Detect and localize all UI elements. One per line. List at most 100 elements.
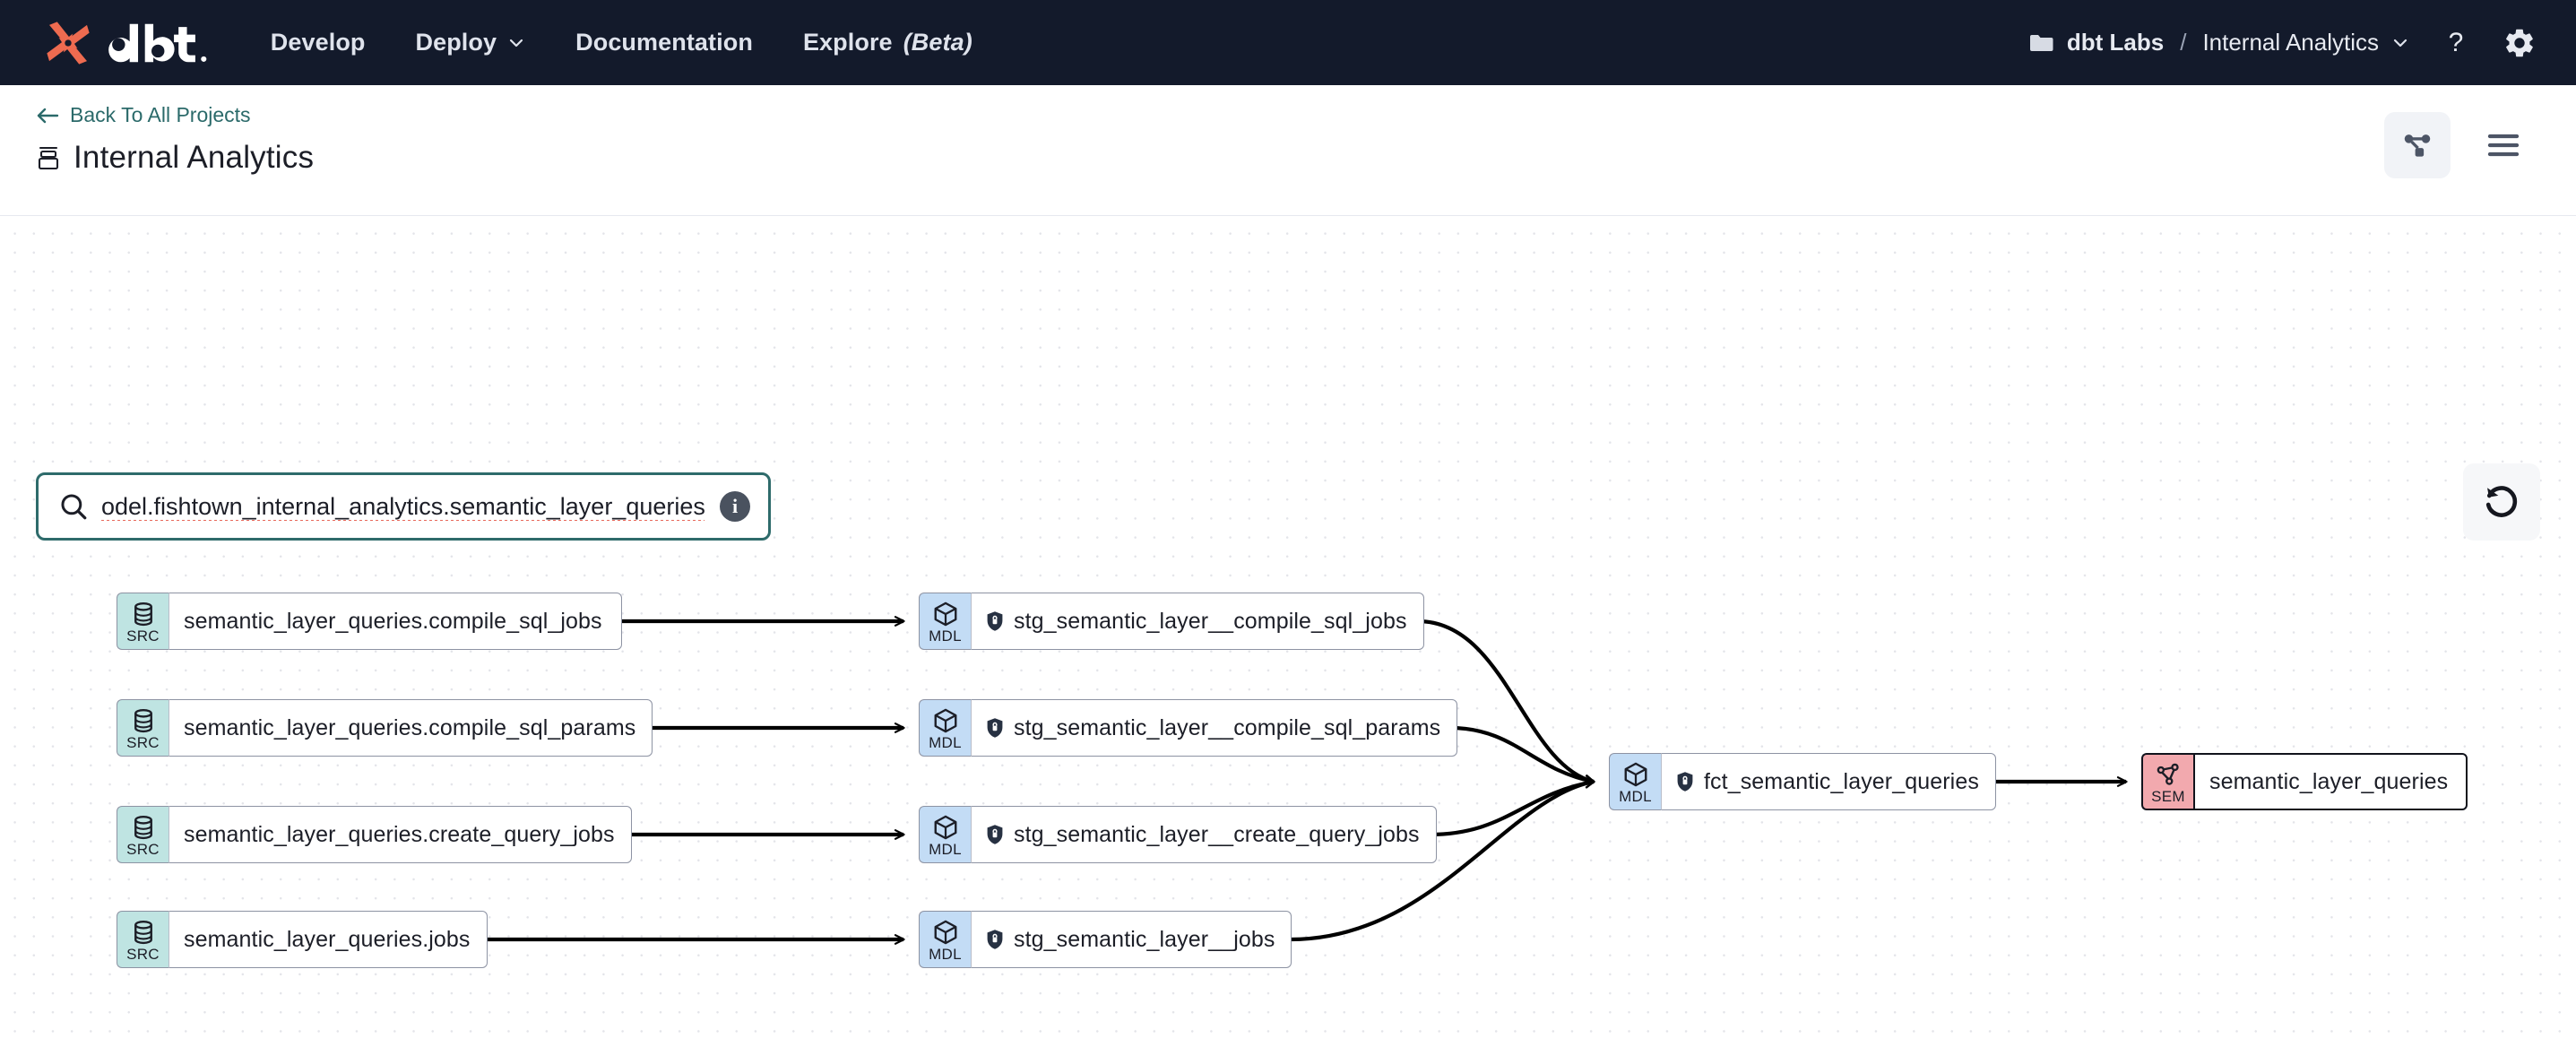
org-name[interactable]: dbt Labs	[2066, 29, 2165, 56]
node-type-label: SRC	[126, 946, 160, 963]
search-icon	[61, 494, 87, 520]
folder-icon	[2029, 34, 2053, 51]
subheader-actions	[2384, 105, 2537, 178]
page-title-row: Internal Analytics	[36, 140, 314, 176]
database-icon	[38, 146, 59, 170]
graph-node-mdl2[interactable]: MDL stg_semantic_layer__compile_sql_param…	[919, 699, 1458, 757]
back-to-all-projects-link[interactable]: Back To All Projects	[36, 105, 314, 125]
node-type-label: SRC	[126, 841, 160, 858]
node-type-badge-mdl: MDL	[919, 806, 971, 863]
node-body: semantic_layer_queries.compile_sql_param…	[169, 699, 653, 757]
node-label: stg_semantic_layer__create_query_jobs	[1014, 821, 1420, 847]
node-label: semantic_layer_queries.jobs	[184, 926, 471, 952]
project-name[interactable]: Internal Analytics	[2202, 29, 2379, 56]
database-cylinder-icon	[134, 601, 152, 627]
node-type-badge-src: SRC	[117, 593, 169, 650]
menu-button[interactable]	[2470, 112, 2537, 178]
node-body: fct_semantic_layer_queries	[1661, 753, 1996, 810]
node-body: semantic_layer_queries.compile_sql_jobs	[169, 593, 622, 650]
search-input[interactable]: odel.fishtown_internal_analytics.semanti…	[101, 492, 705, 520]
node-body: stg_semantic_layer__compile_sql_jobs	[971, 593, 1424, 650]
nav-item-develop[interactable]: Develop	[271, 29, 366, 56]
node-type-badge-src: SRC	[117, 699, 169, 757]
graph-node-mdl1[interactable]: MDL stg_semantic_layer__compile_sql_jobs	[919, 593, 1424, 650]
cube-icon	[934, 815, 956, 840]
chevron-down-icon	[2393, 39, 2407, 47]
reset-view-button[interactable]	[2463, 463, 2540, 541]
node-type-badge-src: SRC	[117, 911, 169, 968]
shield-lock-icon	[1677, 772, 1693, 792]
node-label: semantic_layer_queries	[2209, 768, 2449, 794]
shield-lock-icon	[987, 611, 1003, 631]
node-type-label: MDL	[929, 627, 962, 645]
graph-node-src2[interactable]: SRC semantic_layer_queries.compile_sql_pa…	[117, 699, 653, 757]
nav-item-documentation[interactable]: Documentation	[575, 29, 753, 56]
node-body: stg_semantic_layer__create_query_jobs	[971, 806, 1437, 863]
nav-item-develop-label: Develop	[270, 29, 366, 56]
graph-node-src1[interactable]: SRC semantic_layer_queries.compile_sql_jo…	[117, 593, 622, 650]
node-type-badge-sem: SEM	[2141, 753, 2193, 810]
node-type-badge-mdl: MDL	[1609, 753, 1661, 810]
question-mark-icon: ?	[2449, 28, 2464, 57]
settings-button[interactable]	[2503, 26, 2537, 60]
node-label: fct_semantic_layer_queries	[1704, 768, 1979, 794]
node-body: semantic_layer_queries	[2193, 753, 2468, 810]
arrow-left-icon	[37, 108, 59, 123]
node-label: stg_semantic_layer__jobs	[1014, 926, 1275, 952]
primary-nav: Develop Deploy Documentation Explore (Be…	[271, 29, 972, 56]
graph-node-fct[interactable]: MDL fct_semantic_layer_queries	[1609, 753, 1996, 810]
nav-item-explore-beta-tag: (Beta)	[903, 29, 972, 56]
cube-icon	[1624, 762, 1647, 787]
lineage-view-button[interactable]	[2384, 112, 2451, 178]
graph-node-mdl4[interactable]: MDL stg_semantic_layer__jobs	[919, 911, 1292, 968]
shield-lock-icon	[987, 825, 1003, 844]
lineage-graph: SRC semantic_layer_queries.compile_sql_jo…	[0, 216, 2576, 1047]
lineage-graph-icon	[2404, 134, 2431, 157]
dbt-logo[interactable]	[43, 18, 217, 68]
nav-item-deploy-label: Deploy	[415, 29, 497, 56]
node-label: stg_semantic_layer__compile_sql_params	[1014, 714, 1441, 740]
svg-text:?: ?	[2449, 28, 2464, 57]
node-type-label: MDL	[929, 946, 962, 963]
node-type-badge-mdl: MDL	[919, 699, 971, 757]
subheader-left: Back To All Projects Internal Analytics	[36, 105, 314, 176]
dbt-logo-mark	[47, 21, 90, 65]
help-button[interactable]: ?	[2440, 27, 2472, 59]
node-body: stg_semantic_layer__jobs	[971, 911, 1292, 968]
project-subheader: Back To All Projects Internal Analytics	[0, 85, 2576, 216]
nav-item-deploy[interactable]: Deploy	[416, 29, 526, 56]
node-body: stg_semantic_layer__compile_sql_params	[971, 699, 1458, 757]
node-body: semantic_layer_queries.create_query_jobs	[169, 806, 632, 863]
search-bar[interactable]: odel.fishtown_internal_analytics.semanti…	[36, 472, 771, 541]
graph-node-sem[interactable]: SEM semantic_layer_queries	[2141, 753, 2468, 810]
database-cylinder-icon	[134, 815, 152, 840]
node-type-badge-src: SRC	[117, 806, 169, 863]
dbt-wordmark	[108, 23, 207, 62]
nav-item-explore[interactable]: Explore (Beta)	[803, 29, 972, 56]
node-type-badge-mdl: MDL	[919, 911, 971, 968]
info-icon[interactable]: i	[720, 491, 750, 522]
node-type-badge-mdl: MDL	[919, 593, 971, 650]
node-label: semantic_layer_queries.compile_sql_jobs	[184, 608, 602, 634]
node-type-label: SRC	[126, 734, 160, 751]
hamburger-menu-icon	[2487, 134, 2520, 157]
reset-rotate-icon	[2485, 486, 2518, 517]
node-type-label: SEM	[2151, 788, 2185, 805]
node-label: semantic_layer_queries.create_query_jobs	[184, 821, 615, 847]
graph-node-src3[interactable]: SRC semantic_layer_queries.create_query_j…	[117, 806, 632, 863]
graph-node-src4[interactable]: SRC semantic_layer_queries.jobs	[117, 911, 488, 968]
node-type-label: MDL	[1619, 788, 1652, 805]
nav-item-explore-label: Explore	[802, 29, 893, 56]
database-cylinder-icon	[134, 920, 152, 945]
org-project-breadcrumb[interactable]: dbt Labs / Internal Analytics	[2029, 29, 2409, 56]
back-to-all-projects-label: Back To All Projects	[70, 103, 251, 126]
lineage-canvas[interactable]: odel.fishtown_internal_analytics.semanti…	[0, 216, 2576, 1047]
node-label: stg_semantic_layer__compile_sql_jobs	[1014, 608, 1407, 634]
shield-lock-icon	[987, 718, 1003, 738]
node-body: semantic_layer_queries.jobs	[169, 911, 488, 968]
node-type-label: MDL	[929, 734, 962, 751]
nav-right-cluster: dbt Labs / Internal Analytics ?	[2029, 26, 2537, 60]
graph-node-mdl3[interactable]: MDL stg_semantic_layer__create_query_jobs	[919, 806, 1437, 863]
nav-item-documentation-label: Documentation	[575, 29, 753, 56]
cube-icon	[934, 601, 956, 627]
